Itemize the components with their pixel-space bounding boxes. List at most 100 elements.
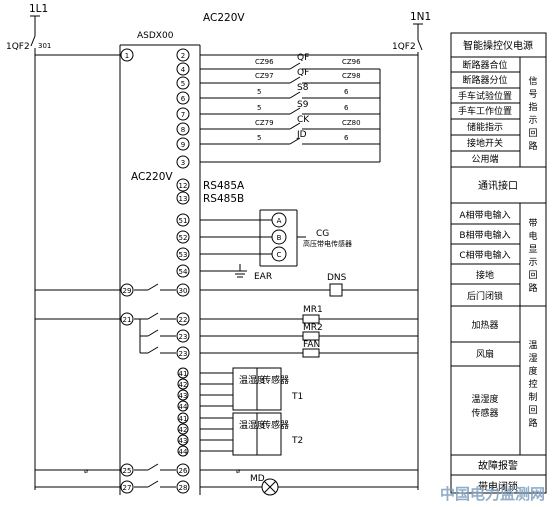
terminal-52: 52 [176,230,190,244]
svg-text:29: 29 [123,287,132,295]
svg-text:52: 52 [179,234,188,242]
row-phase-c: C相带电输入 [459,249,510,261]
power-top-label: AC220V [203,12,245,24]
svg-text:S8: S8 [297,83,309,93]
dns-row: DNS [134,273,418,297]
rs485b-label: RS485B [203,193,244,205]
terminal-7: 7 [176,107,190,121]
left-terminal-29: 29 [120,283,134,297]
svg-text:QF: QF [297,68,309,78]
mr1-label: MR1 [303,305,323,315]
terminal-9: 9 [176,137,190,151]
svg-text:23: 23 [179,333,188,341]
terminal-43a: 43 [177,389,189,401]
svg-text:6: 6 [344,104,349,112]
terminal-51: 51 [176,213,190,227]
live-lock-label: 带电闭锁 [478,480,518,493]
terminal-30: 30 [176,283,190,297]
svg-text:51: 51 [179,217,188,225]
terminal-6: 6 [176,91,190,105]
signal-group-label: 信号指示回路 [528,75,537,152]
svg-text:CZ79: CZ79 [255,119,274,127]
contact-qf-1: CZ96 QF CZ96 [200,53,380,70]
terminal-2: 2 [176,48,190,62]
signal-contacts: CZ96 QF CZ96 CZ97 QF CZ98 5 S8 6 5 S9 6 … [200,53,381,163]
left-terminal-27: 27 [120,480,134,494]
row-heater: 加热器 [471,319,498,331]
svg-text:5: 5 [257,104,261,112]
row-earth-switch: 接地开关 [467,137,503,149]
sensor-t2: 温湿度 传感器 T2 [200,412,303,456]
contact-qf-2: CZ97 QF CZ98 [200,68,380,84]
env-group-label: 温湿度控制回路 [528,340,537,429]
md-row: MD [134,474,418,496]
svg-text:S9: S9 [297,100,309,110]
svg-text:CZ96: CZ96 [342,58,361,66]
svg-text:44: 44 [179,448,188,456]
svg-text:1: 1 [125,52,129,60]
cg-desc: 高压带电传感器 [303,239,352,248]
terminal-43b: 43 [177,434,189,446]
t1-label: T1 [291,392,303,402]
fault-row: ⌀ [134,463,418,475]
svg-text:43: 43 [179,392,188,400]
svg-text:CZ96: CZ96 [255,58,274,66]
terminal-23b: 23 [176,346,190,360]
row-energy-storage: 储能指示 [467,121,503,133]
heater-fan-contacts [134,312,176,354]
svg-text:7: 7 [181,111,185,119]
row-test-position: 手车试验位置 [458,90,512,102]
terminal-41b: 41 [177,412,189,424]
terminal-12: 12 [176,178,190,192]
cg-sensor: A B C CG 高压带电传感器 [200,209,352,267]
fan-label: FAN [303,340,320,350]
terminal-41a: 41 [177,367,189,379]
right-breaker-label: 1N1 [410,11,431,23]
cg-label: CG [316,229,329,239]
fault-label: 故障报警 [478,459,518,472]
wire-301-label: 301 [38,42,51,50]
svg-text:41: 41 [179,415,188,423]
svg-text:27: 27 [123,484,132,492]
table-title: 智能操控仪电源 [463,39,533,52]
left-terminal-1: 1 [120,48,134,62]
phase-a-label: A [277,217,282,225]
ear-ground: EAR [200,264,272,282]
svg-text:3: 3 [181,159,185,167]
phase-b-label: B [277,234,282,242]
svg-text:53: 53 [179,251,188,259]
terminal-42b: 42 [177,423,189,435]
md-label: MD [250,474,265,484]
svg-text:41: 41 [179,370,188,378]
contact-s8: 5 S8 6 [200,83,380,99]
svg-text:54: 54 [179,268,188,276]
left-ties: ⌀ [35,289,120,488]
svg-text:26: 26 [179,467,188,475]
terminal-22: 22 [176,312,190,326]
contact-s9: 5 S9 6 [200,100,380,115]
row-phase-a: A相带电输入 [459,209,510,221]
svg-text:5: 5 [257,88,261,96]
svg-text:2: 2 [181,52,185,60]
svg-text:12: 12 [179,182,188,190]
sensor-t1: 温湿度 传感器 T1 [200,367,303,411]
svg-text:8: 8 [181,126,185,134]
svg-text:25: 25 [123,467,132,475]
svg-text:6: 6 [344,134,349,142]
mr1-row: MR1 [200,305,418,324]
terminal-42a: 42 [177,378,189,390]
svg-text:JD: JD [296,130,307,140]
mr2-label: MR2 [303,323,323,333]
terminal-26: 26 [176,463,190,477]
right-terminals: 2 4 5 6 7 8 9 3 12 13 51 52 53 54 30 22 … [176,48,190,494]
right-bus [380,23,423,490]
terminal-8: 8 [176,122,190,136]
terminal-4: 4 [176,62,190,76]
svg-text:9: 9 [181,141,185,149]
svg-text:28: 28 [179,484,188,492]
row-breaker-open: 断路器分位 [462,74,507,86]
svg-text:6: 6 [344,88,349,96]
left-bus [30,15,120,490]
terminal-44b: 44 [177,445,189,457]
terminal-28: 28 [176,480,190,494]
